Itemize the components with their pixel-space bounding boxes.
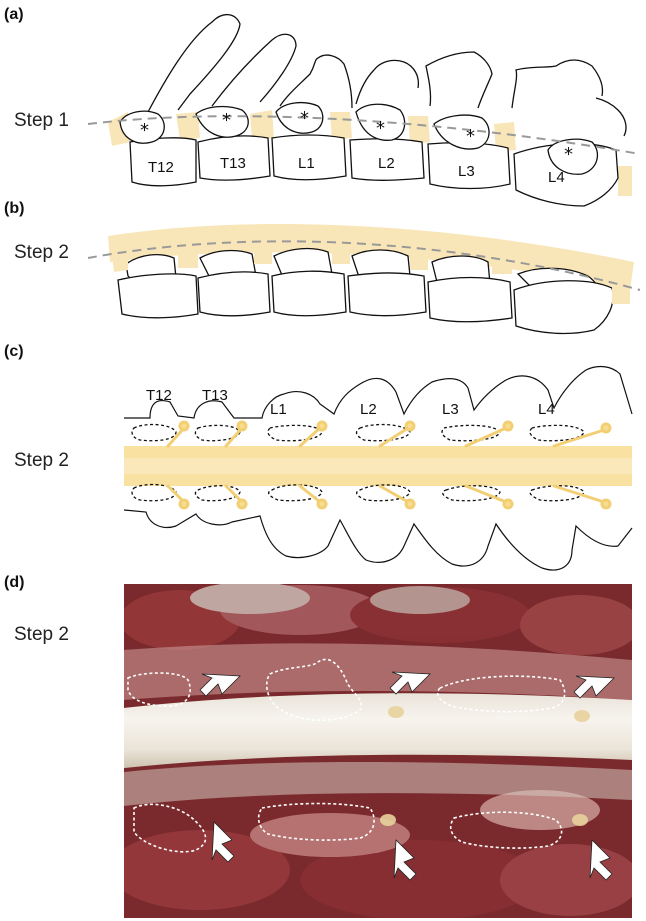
panel-b-diagram bbox=[88, 224, 640, 333]
panel-d-photo bbox=[110, 582, 640, 920]
panel-c-diagram: T12 T13 L1 L2 L3 L4 bbox=[124, 367, 632, 570]
label-a-l2: L2 bbox=[378, 155, 395, 172]
label-c-l3: L3 bbox=[442, 401, 459, 418]
asterisk-l1: * bbox=[300, 108, 309, 129]
asterisk-t13: * bbox=[222, 110, 231, 131]
asterisk-l2: * bbox=[376, 118, 385, 139]
label-a-l1: L1 bbox=[298, 155, 315, 172]
asterisk-t12: * bbox=[140, 120, 149, 141]
asterisk-l4: * bbox=[564, 144, 573, 165]
label-c-t12: T12 bbox=[146, 387, 172, 404]
label-c-l2: L2 bbox=[360, 401, 377, 418]
asterisk-l3: * bbox=[466, 126, 475, 147]
label-a-t12: T12 bbox=[148, 159, 174, 176]
label-c-l4: L4 bbox=[538, 401, 555, 418]
label-a-l4: L4 bbox=[548, 169, 565, 186]
label-c-l1: L1 bbox=[270, 401, 287, 418]
panel-a-diagram: * * * * * * T12 T13 L1 L2 L3 L4 bbox=[88, 15, 640, 206]
label-c-t13: T13 bbox=[202, 387, 228, 404]
label-a-l3: L3 bbox=[458, 163, 475, 180]
label-a-t13: T13 bbox=[220, 155, 246, 172]
